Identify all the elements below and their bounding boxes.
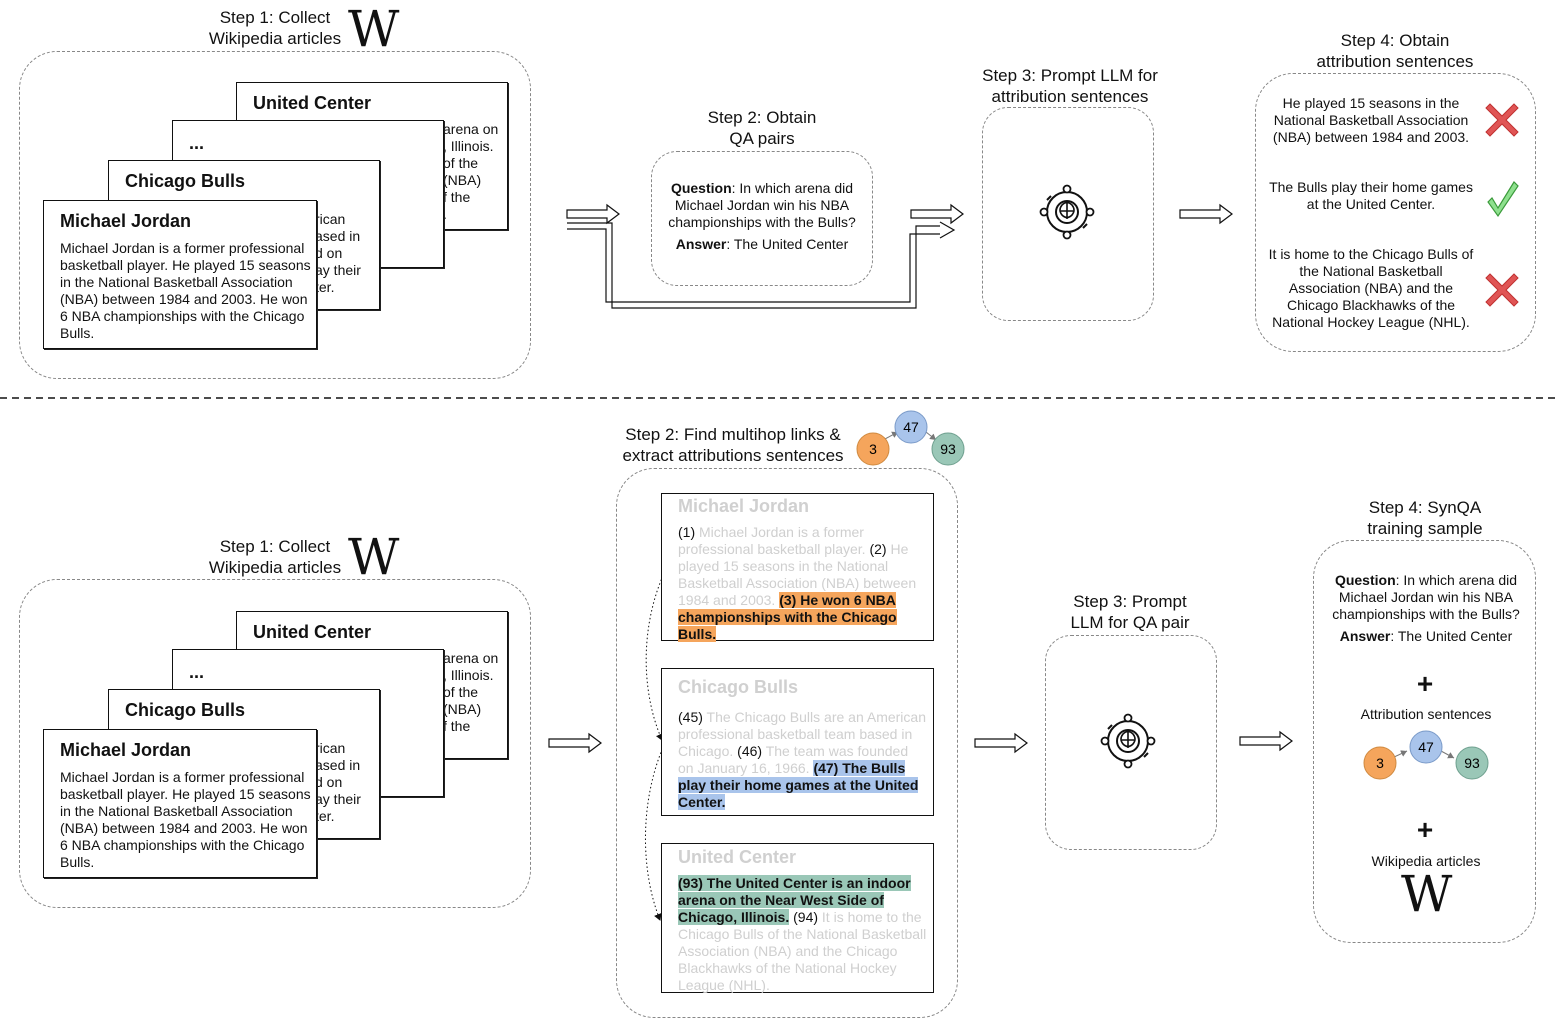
arrow-icon-bottom-3 xyxy=(1239,731,1293,751)
node-93 xyxy=(1455,746,1489,780)
wikipedia-logo: W xyxy=(348,528,400,586)
bottom-step1-title: Step 1: Collect Wikipedia articles xyxy=(208,537,342,577)
qa-answer: Answer: The United Center xyxy=(675,236,849,252)
extract-text: (1) Michael Jordan is a former professio… xyxy=(678,524,917,642)
bottom-step2-box xyxy=(616,468,958,1018)
svg-text:93: 93 xyxy=(940,441,956,457)
extract-card-chicago-bulls: Chicago Bulls (45) The Chicago Bulls are… xyxy=(661,668,934,816)
node-3 xyxy=(856,432,890,466)
svg-text:93: 93 xyxy=(1464,755,1480,771)
svg-text:3: 3 xyxy=(869,441,877,457)
card-peek-text: arena on , Illinois. of the (NBA) f the xyxy=(443,650,499,734)
top-step4-title: Step 4: Obtain attribution sentences xyxy=(1316,31,1474,71)
arrow-icon-bottom-1 xyxy=(548,733,602,753)
attribution-sentences-label: Attribution sentences xyxy=(1360,706,1492,722)
node-93 xyxy=(931,432,965,466)
attribution-2: The Bulls play their home games at the U… xyxy=(1269,179,1473,212)
bottom-step3-title: Step 3: Prompt LLM for QA pair xyxy=(1070,592,1190,632)
svg-text:3: 3 xyxy=(1376,755,1384,771)
extract-text: (93) The United Center is an indoor aren… xyxy=(678,875,927,993)
arrow-icon-top-3 xyxy=(1179,204,1233,224)
top-step1-title: Step 1: Collect Wikipedia articles xyxy=(208,8,342,48)
link-arrow-1 xyxy=(645,564,669,741)
arrow-icon-top-1 xyxy=(566,204,620,224)
node-47 xyxy=(894,410,928,444)
arrow-icon-top-2 xyxy=(910,204,964,224)
sample-question: Question: In which arena did Michael Jor… xyxy=(1332,572,1520,622)
top-step3-box xyxy=(982,107,1154,321)
card-peek-text: rican ased in d on ay their ter. xyxy=(315,211,361,295)
bottom-step2-title: Step 2: Find multihop links & extract at… xyxy=(622,425,844,465)
bottom-step3-box xyxy=(1045,635,1217,850)
svg-text:47: 47 xyxy=(1418,739,1434,755)
attribution-1: He played 15 seasons in the National Bas… xyxy=(1272,95,1470,145)
sample-answer: Answer: The United Center xyxy=(1339,628,1513,644)
top-step4-box xyxy=(1255,73,1536,352)
node-graph-sample: 3 47 93 xyxy=(1363,730,1489,780)
bottom-step1-box xyxy=(19,579,531,908)
top-step3-title: Step 3: Prompt LLM for attribution sente… xyxy=(982,66,1158,106)
wikipedia-logo: W xyxy=(348,0,400,58)
extract-text: (45) The Chicago Bulls are an American p… xyxy=(678,709,926,810)
card-peek-text: rican ased in d on ay their ter. xyxy=(315,740,361,824)
wikipedia-logo: W xyxy=(1401,865,1453,923)
card-michael-jordan: Michael Jordan Michael Jordan is a forme… xyxy=(43,200,317,349)
card-peek-text: arena on , Illinois. of the (NBA) f the … xyxy=(443,121,499,222)
arrow-icon-bottom-2 xyxy=(974,733,1028,753)
attribution-3: It is home to the Chicago Bulls of the N… xyxy=(1268,246,1474,330)
extract-card-united-center: United Center (93) The United Center is … xyxy=(661,843,934,993)
card-michael-jordan: Michael Jordan Michael Jordan is a forme… xyxy=(43,729,317,878)
qa-box: Question: In which arena did Michael Jor… xyxy=(651,151,873,286)
top-step2-title: Step 2: Obtain QA pairs xyxy=(707,108,817,148)
node-graph-top: 3 47 93 xyxy=(856,410,965,466)
node-3 xyxy=(1363,746,1397,780)
bottom-step4-title: Step 4: SynQA training sample xyxy=(1367,498,1483,538)
top-step1-box xyxy=(19,51,531,379)
svg-text:47: 47 xyxy=(903,419,919,435)
plus-icon: + xyxy=(1416,668,1434,699)
wikipedia-articles-label: Wikipedia articles xyxy=(1371,853,1481,869)
qa-question: Question: In which arena did Michael Jor… xyxy=(668,180,856,230)
bottom-step4-box xyxy=(1313,540,1536,943)
node-47 xyxy=(1409,730,1443,764)
extract-card-michael-jordan: Michael Jordan (1) Michael Jordan is a f… xyxy=(661,493,934,642)
bypass-arrow-top xyxy=(567,221,956,309)
plus-icon: + xyxy=(1416,814,1434,845)
